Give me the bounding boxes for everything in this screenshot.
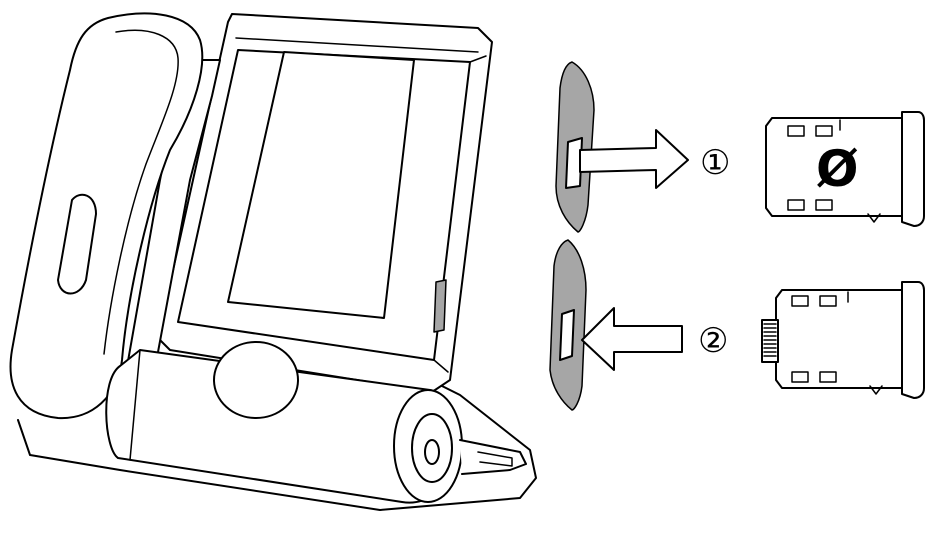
phone-sim-slot [433, 279, 447, 333]
step-2-label: ② [698, 321, 728, 361]
empty-tray-symbol: Ø [816, 140, 859, 198]
step-1-label: ① [700, 143, 730, 183]
phone-screen [227, 51, 415, 319]
step-insert-tray: ② [549, 239, 925, 411]
step-remove-tray: ① Ø [555, 61, 925, 233]
arrow-left-icon [581, 307, 683, 371]
navigation-key [213, 341, 299, 419]
sim-tray-with-card-icon [761, 281, 925, 399]
handset [9, 12, 204, 420]
empty-sim-tray-icon: Ø [765, 111, 925, 227]
desk-phone-illustration [9, 12, 537, 511]
arrow-right-icon [579, 129, 689, 189]
handset-cradle [121, 59, 221, 396]
handset-grip-slot [57, 193, 97, 295]
